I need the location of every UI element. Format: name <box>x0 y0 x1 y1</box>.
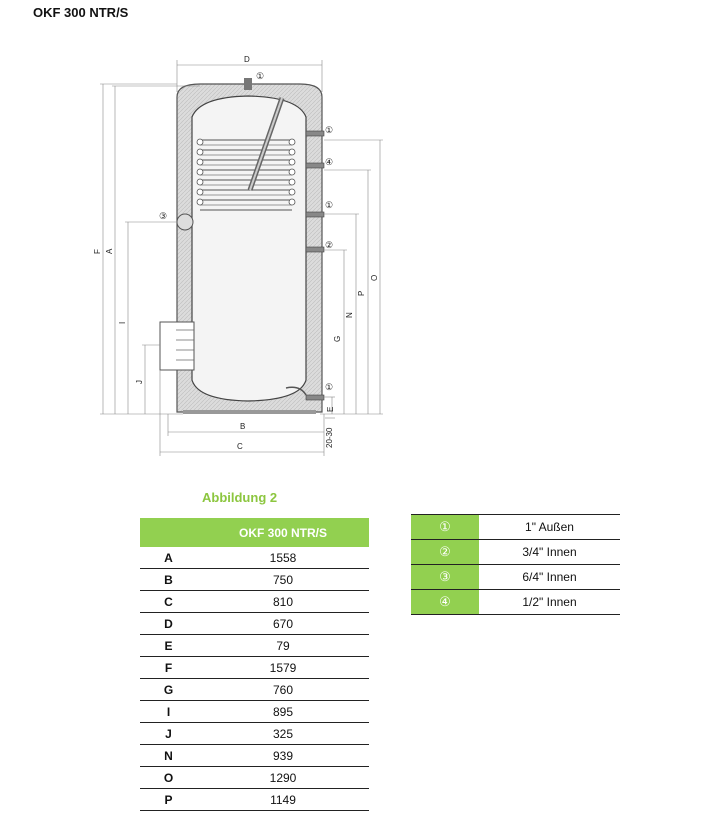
connections-legend: ① 1" Außen ② 3/4" Innen ③ 6/4" Innen ④ 1/2" Inn… <box>411 514 620 615</box>
callout-right-2: ② <box>325 240 333 250</box>
dimension-key: B <box>140 568 197 591</box>
tank-body <box>191 95 307 402</box>
dim-label-o: O <box>370 275 379 281</box>
dim-label-f: F <box>93 249 102 254</box>
dim-label-n: N <box>345 312 354 318</box>
callout-right-1b: ① <box>325 200 333 210</box>
legend-row: ② 3/4" Innen <box>411 539 620 565</box>
dimension-value: 79 <box>197 634 369 657</box>
page-title: OKF 300 NTR/S <box>33 5 129 20</box>
dimension-key: P <box>140 788 197 811</box>
coil-ends <box>196 138 296 206</box>
dim-label-j: J <box>135 380 144 384</box>
dim-label-e: E <box>326 407 335 412</box>
dimension-key: N <box>140 744 197 767</box>
dim-label-d: D <box>244 55 250 64</box>
dimension-value: 1579 <box>197 656 369 679</box>
connection-symbol: ④ <box>411 589 479 615</box>
dimension-key: C <box>140 590 197 613</box>
connection-symbol: ① <box>411 514 479 540</box>
dimension-value: 939 <box>197 744 369 767</box>
figure-caption: Abbildung 2 <box>202 490 278 505</box>
right-connections <box>305 130 325 401</box>
tank-technical-drawing: D F A I J B C G N P O E 20-30 ① ① ④ ① ② … <box>93 55 383 456</box>
dimension-value: 670 <box>197 612 369 635</box>
callout-right-4: ④ <box>325 157 333 167</box>
dimension-value: 810 <box>197 590 369 613</box>
connection-symbol: ③ <box>411 564 479 590</box>
connection-description: 6/4" Innen <box>522 570 577 584</box>
dimension-key: I <box>140 700 197 723</box>
dimension-key: F <box>140 656 197 679</box>
dimension-value: 895 <box>197 700 369 723</box>
connection-description: 3/4" Innen <box>522 545 577 559</box>
dimensions-header: OKF 300 NTR/S <box>197 518 369 547</box>
dim-label-b: B <box>240 422 245 431</box>
legend-row: ③ 6/4" Innen <box>411 564 620 590</box>
dim-label-p: P <box>357 291 366 296</box>
legend-row: ④ 1/2" Innen <box>411 589 620 615</box>
callout-top: ① <box>256 71 264 81</box>
tank-foot <box>183 410 316 414</box>
dimension-key: J <box>140 722 197 745</box>
dimension-key: O <box>140 766 197 789</box>
dimension-key: D <box>140 612 197 635</box>
dimension-value: 325 <box>197 722 369 745</box>
dimension-key: G <box>140 678 197 701</box>
callout-right-1: ① <box>325 125 333 135</box>
side-flange <box>176 213 194 231</box>
dimension-value: 750 <box>197 568 369 591</box>
heater-flange <box>159 321 195 371</box>
dimension-value: 1290 <box>197 766 369 789</box>
dim-label-a: A <box>105 248 114 254</box>
callout-bottom-1: ① <box>325 382 333 392</box>
heat-exchanger-coil <box>200 139 292 211</box>
dim-label-20-30: 20-30 <box>325 427 334 448</box>
connection-description: 1/2" Innen <box>522 595 577 609</box>
dimension-value: 1558 <box>197 547 369 569</box>
dim-label-i: I <box>118 322 127 324</box>
legend-row: ① 1" Außen <box>411 514 620 540</box>
dim-label-g: G <box>333 336 342 342</box>
dimension-key: E <box>140 634 197 657</box>
callout-left-3: ③ <box>159 211 167 221</box>
connection-symbol: ② <box>411 539 479 565</box>
dimensions-header-row: OKF 300 NTR/S <box>140 518 369 547</box>
dimension-value: 760 <box>197 678 369 701</box>
dimension-key: A <box>140 547 197 569</box>
dimension-value: 1149 <box>197 788 369 811</box>
dim-label-c: C <box>237 442 243 451</box>
connection-description: 1" Außen <box>525 520 574 534</box>
